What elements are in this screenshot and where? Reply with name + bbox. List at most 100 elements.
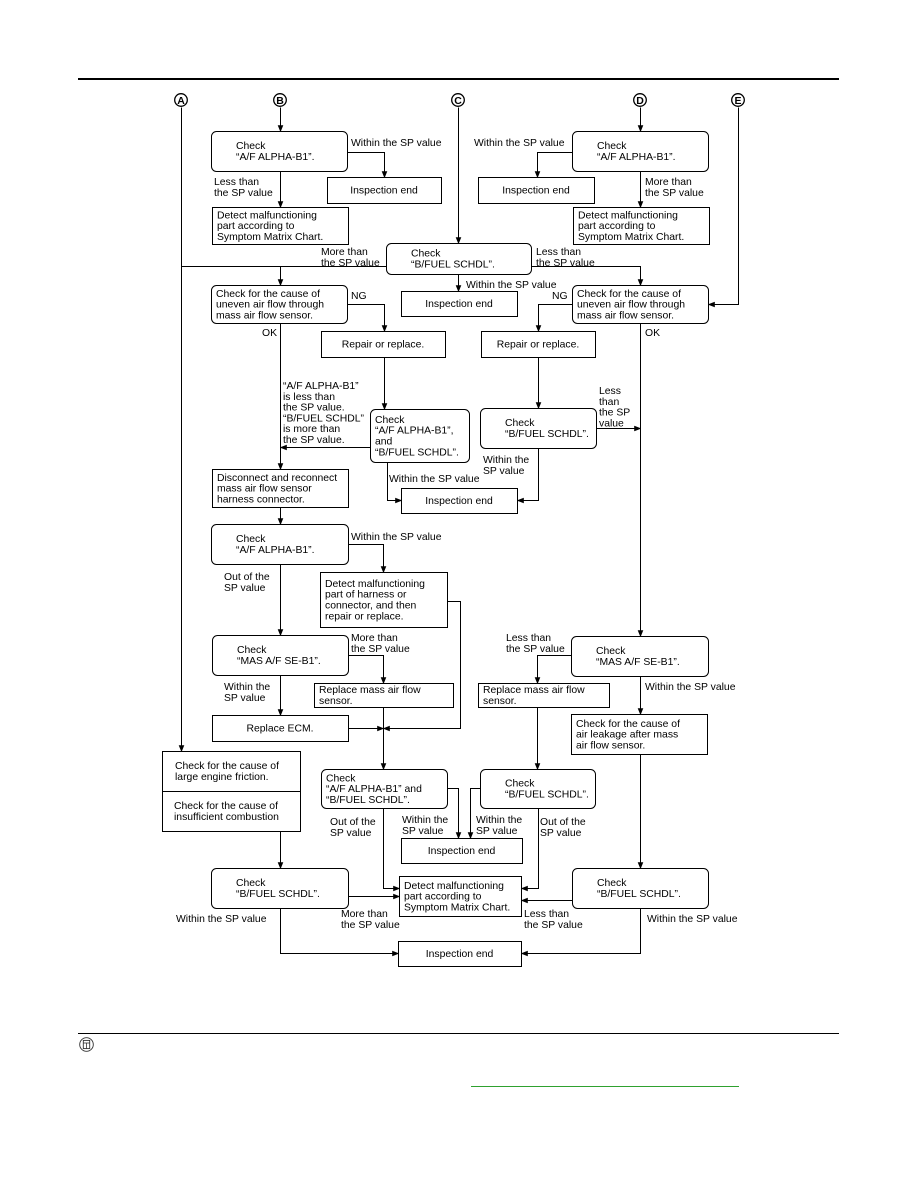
flow-line-39	[467, 788, 481, 840]
box-repair-replace-right	[481, 331, 596, 358]
box-check-mas-right-text: Check“MAS A/F SE-B1”.	[596, 646, 680, 668]
box-inspection-end-4-text: Inspection end	[425, 496, 493, 507]
box-inspection-end-final-text: Inspection end	[426, 949, 494, 960]
flow-line-16	[535, 304, 573, 333]
label-within-sp-11: Within the SP value	[176, 914, 267, 925]
box-inspection-end-5	[401, 838, 523, 864]
box-check-bfuel-low-right-text: Check“B/FUEL SCHDL”.	[505, 779, 589, 801]
box-check-bfuel-bottom-right	[572, 868, 709, 909]
flow-line-23	[387, 462, 403, 504]
box-inspection-end-5-text: Inspection end	[428, 846, 496, 857]
box-check-af-alpha-b1-left-text: Check“A/F ALPHA-B1”.	[236, 141, 315, 163]
box-check-af-alpha-b1-mid	[211, 524, 349, 565]
flow-line-40	[383, 808, 401, 892]
box-detect-malf-bottom	[399, 876, 522, 917]
box-check-bfuel-mid-right	[480, 408, 597, 449]
box-check-af-alpha-b1-right-text: Check“A/F ALPHA-B1”.	[597, 141, 676, 163]
box-repair-replace-left	[321, 331, 446, 358]
box-uneven-air-left	[211, 285, 348, 324]
box-check-bfuel-bottom-left	[211, 868, 349, 909]
flow-line-5	[707, 107, 739, 308]
label-within-sp-12: Within the SP value	[647, 914, 738, 925]
connector-d-circle	[633, 93, 647, 107]
box-check-alpha-and-bfuel-low	[321, 769, 448, 809]
flow-line-41	[520, 808, 539, 892]
label-within-sp-6: Within the SP value	[351, 532, 442, 543]
flow-line-28	[347, 655, 387, 685]
box-detect-malf-left	[212, 207, 349, 245]
flow-line-26	[348, 544, 387, 574]
flow-line-44	[280, 908, 400, 957]
label-within-sp-3: Within the SP value	[466, 280, 557, 291]
box-inspection-end-2-text: Inspection end	[502, 186, 570, 197]
box-check-bfuel-schdl-top-text: Check“B/FUEL SCHDL”.	[411, 249, 495, 271]
box-check-mas-right	[571, 636, 709, 677]
connector-d-label: D	[636, 95, 644, 107]
box-check-bfuel-bottom-left-text: Check“B/FUEL SCHDL”.	[236, 878, 320, 900]
connector-a-circle	[174, 93, 188, 107]
box-check-af-alpha-b1-right	[572, 131, 709, 172]
box-check-alpha-and-bfuel-low-text: Check“A/F ALPHA-B1” and“B/FUEL SCHDL”.	[326, 773, 422, 806]
flow-line-24	[516, 448, 539, 504]
box-check-bfuel-bottom-right-text: Check“B/FUEL SCHDL”.	[597, 878, 681, 900]
label-ng-right: NG	[552, 291, 568, 302]
label-within-sp-2: Within the SP value	[474, 138, 565, 149]
box-replace-maf-left	[314, 683, 454, 708]
box-inspection-end-4	[401, 488, 518, 514]
connector-b-circle	[273, 93, 287, 107]
box-detect-harness	[320, 572, 448, 628]
flow-line-8	[534, 152, 573, 179]
footer-rule	[78, 1033, 839, 1034]
box-check-bfuel-mid-right-text: Check“B/FUEL SCHDL”.	[505, 418, 589, 440]
label-within-sp-4: Within the SP value	[389, 474, 480, 485]
box-inspection-end-final	[398, 941, 522, 967]
box-check-mas-left	[212, 635, 349, 676]
box-air-leakage	[571, 714, 708, 755]
box-check-af-alpha-b1-left	[211, 131, 348, 172]
box-replace-ecm-text: Replace ECM.	[247, 724, 314, 735]
box-inspection-end-3	[401, 291, 518, 317]
flow-line-6	[347, 152, 388, 179]
flow-line-45	[520, 908, 641, 957]
connector-e-label: E	[734, 95, 741, 107]
box-check-bfuel-schdl-top	[386, 243, 532, 275]
connector-b-label: B	[276, 95, 284, 107]
box-check-alpha-and-bfuel-text: Check“A/F ALPHA-B1”,and“B/FUEL SCHDL”.	[375, 415, 459, 458]
box-repair-replace-right-text: Repair or replace.	[497, 340, 580, 351]
box-uneven-air-right	[572, 285, 709, 324]
connector-e-circle	[731, 93, 745, 107]
connector-c-circle	[451, 93, 465, 107]
box-replace-ecm	[212, 715, 349, 742]
connector-a-label: A	[177, 95, 185, 107]
footer-link[interactable]	[471, 1080, 739, 1087]
box-check-bfuel-low-right	[480, 769, 596, 809]
label-ng-left: NG	[351, 291, 367, 302]
box-repair-replace-left-text: Repair or replace.	[342, 340, 425, 351]
label-ok-right: OK	[645, 328, 660, 339]
box-inspection-end-3-text: Inspection end	[425, 299, 493, 310]
box-inspection-end-1	[327, 177, 442, 204]
